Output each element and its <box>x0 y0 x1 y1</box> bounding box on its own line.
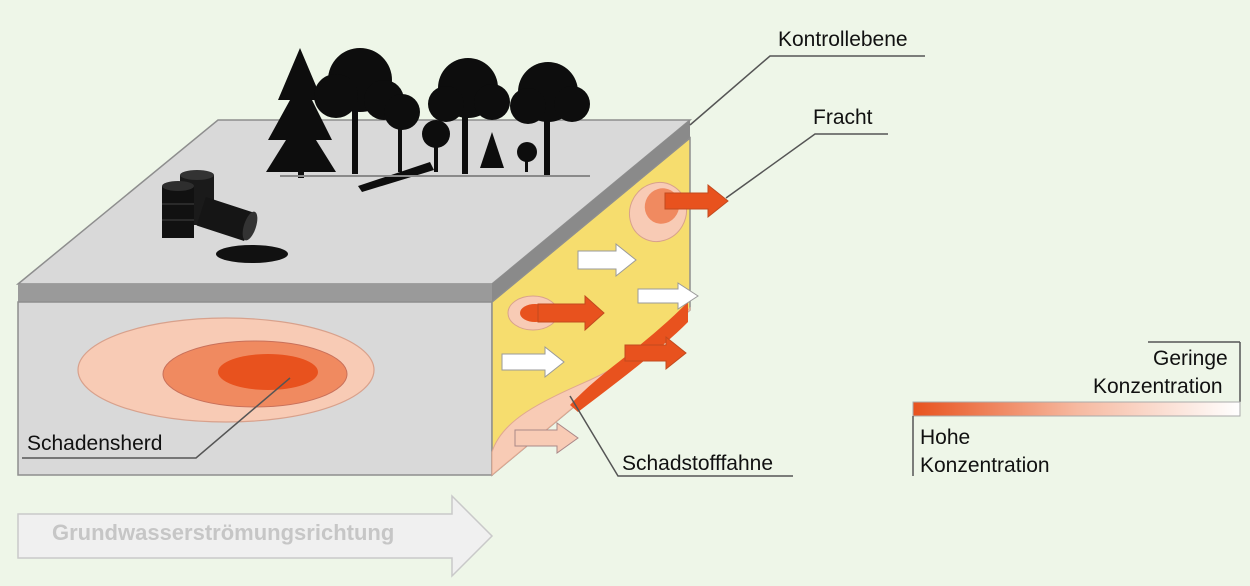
contaminant-load-arrow <box>537 294 605 332</box>
clean-water-arrow <box>637 282 699 310</box>
clean-water-arrow <box>501 345 565 379</box>
contaminant-load-arrow <box>624 335 687 371</box>
block-side-edge <box>492 120 690 302</box>
legend-low-label-line2: Konzentration <box>1093 375 1223 398</box>
leader-line-plume <box>569 395 793 477</box>
leader-line-control-plane <box>689 55 925 126</box>
clean-water-arrow <box>577 242 637 278</box>
source-zone-label: Schadensherd <box>27 432 163 455</box>
contaminant-load-arrow <box>664 183 729 219</box>
leader-line-source-zone <box>22 377 291 459</box>
low-concentration-arrow <box>514 422 579 454</box>
forest-icon <box>266 48 590 192</box>
leader-line-load <box>725 133 888 199</box>
concentration-gradient-bar <box>912 401 1241 417</box>
flow-direction-arrow <box>17 494 494 578</box>
control-plane-label: Kontrollebene <box>778 28 908 51</box>
flow-direction-label: Grundwasserströmungsrichtung <box>52 520 395 545</box>
legend-low-label-line1: Geringe <box>1153 347 1228 370</box>
source-zone-core <box>218 354 318 390</box>
oil-barrels-icon <box>162 170 288 263</box>
block-top-edge <box>18 284 492 302</box>
load-label: Fracht <box>813 106 873 129</box>
legend-high-label-line2: Konzentration <box>920 454 1050 477</box>
plume-label: Schadstofffahne <box>622 452 774 475</box>
legend-high-label-line1: Hohe <box>920 426 971 449</box>
